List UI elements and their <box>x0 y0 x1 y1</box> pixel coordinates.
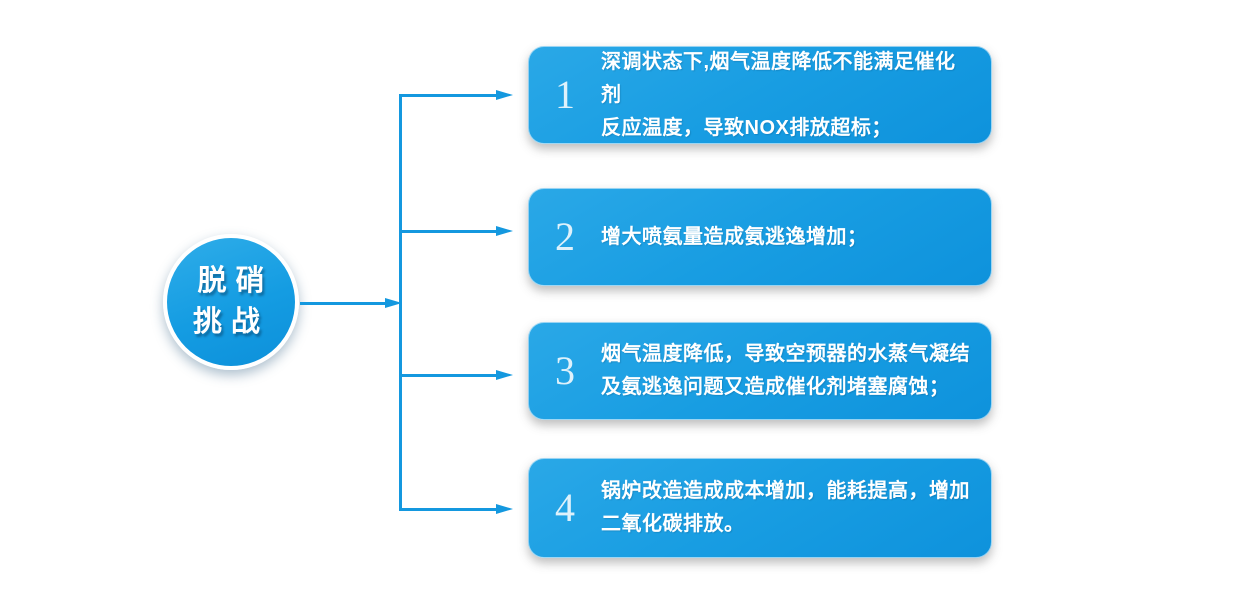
challenge-number-2: 2 <box>555 214 575 259</box>
connector-branch-1 <box>400 94 497 97</box>
connector-root-horizontal <box>300 302 386 305</box>
challenge-box-4: 4 锅炉改造造成成本增加，能耗提高，增加 二氧化碳排放。 <box>528 458 992 558</box>
connector-branch-3 <box>400 374 497 377</box>
arrowhead-root-to-trunk <box>385 298 402 308</box>
root-node-circle: 脱硝 挑战 <box>163 234 299 370</box>
challenge-number-3: 3 <box>555 348 575 393</box>
arrowhead-branch-4 <box>496 504 513 514</box>
root-node-label: 脱硝 挑战 <box>192 265 274 338</box>
challenge-text-4: 锅炉改造造成成本增加，能耗提高，增加 二氧化碳排放。 <box>601 480 970 535</box>
challenge-box-3: 3 烟气温度降低，导致空预器的水蒸气凝结 及氨逃逸问题又造成催化剂堵塞腐蚀； <box>528 322 992 420</box>
arrowhead-branch-3 <box>496 370 513 380</box>
connector-branch-4 <box>400 508 497 511</box>
connector-trunk-vertical <box>399 94 402 511</box>
challenge-number-4: 4 <box>555 485 575 530</box>
challenge-text-2: 增大喷氨量造成氨逃逸增加； <box>601 225 868 248</box>
arrowhead-branch-1 <box>496 90 513 100</box>
challenge-number-1: 1 <box>555 72 575 117</box>
challenge-text-3: 烟气温度降低，导致空预器的水蒸气凝结 及氨逃逸问题又造成催化剂堵塞腐蚀； <box>601 343 970 398</box>
arrowhead-branch-2 <box>496 226 513 236</box>
challenge-box-2: 2 增大喷氨量造成氨逃逸增加； <box>528 188 992 286</box>
connector-branch-2 <box>400 230 497 233</box>
challenge-box-1: 1 深调状态下,烟气温度降低不能满足催化剂 反应温度，导致NOX排放超标； <box>528 46 992 144</box>
challenge-text-1: 深调状态下,烟气温度降低不能满足催化剂 反应温度，导致NOX排放超标； <box>601 50 956 139</box>
